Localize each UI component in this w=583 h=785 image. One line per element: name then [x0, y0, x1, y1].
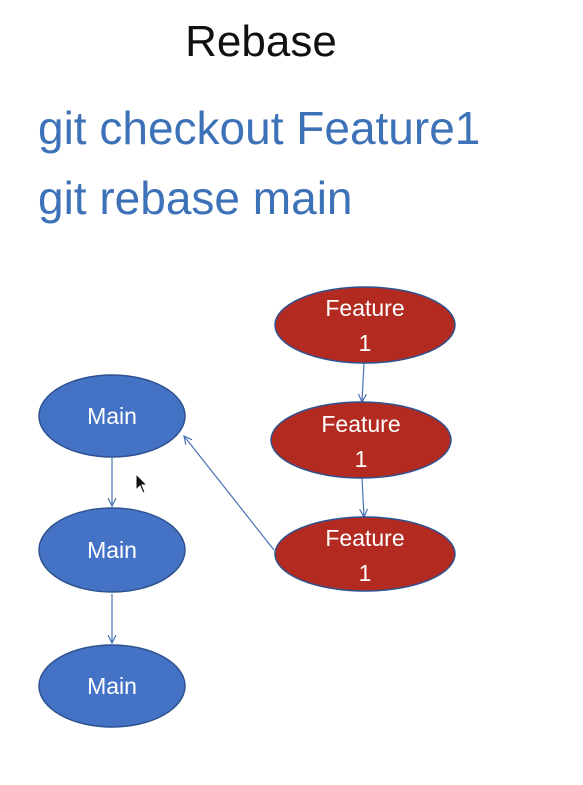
feature-node-2-line2: 1 — [355, 446, 368, 472]
feature-node-2: Feature 1 — [270, 401, 452, 479]
main-node-1-label: Main — [87, 403, 137, 429]
feature-node-3: Feature 1 — [274, 516, 456, 592]
feature-node-3-line2: 1 — [359, 560, 372, 586]
main-node-2: Main — [38, 507, 186, 593]
feature-node-1-line2: 1 — [359, 330, 372, 356]
edge-feature3-main1 — [184, 436, 275, 551]
command-rebase: git rebase main — [38, 172, 353, 224]
edge-feature2-feature3 — [362, 477, 364, 517]
main-node-3: Main — [38, 644, 186, 728]
mouse-pointer-icon — [135, 473, 149, 494]
feature-node-1: Feature 1 — [274, 286, 456, 364]
feature-node-1-line1: Feature — [325, 295, 404, 321]
feature-node-2-line1: Feature — [321, 411, 400, 437]
main-node-1: Main — [38, 374, 186, 458]
feature-node-3-line1: Feature — [325, 525, 404, 551]
main-node-3-label: Main — [87, 673, 137, 699]
edge-feature1-feature2 — [362, 362, 364, 402]
slide-title: Rebase — [185, 17, 337, 66]
command-checkout: git checkout Feature1 — [38, 102, 481, 154]
main-node-2-label: Main — [87, 537, 137, 563]
